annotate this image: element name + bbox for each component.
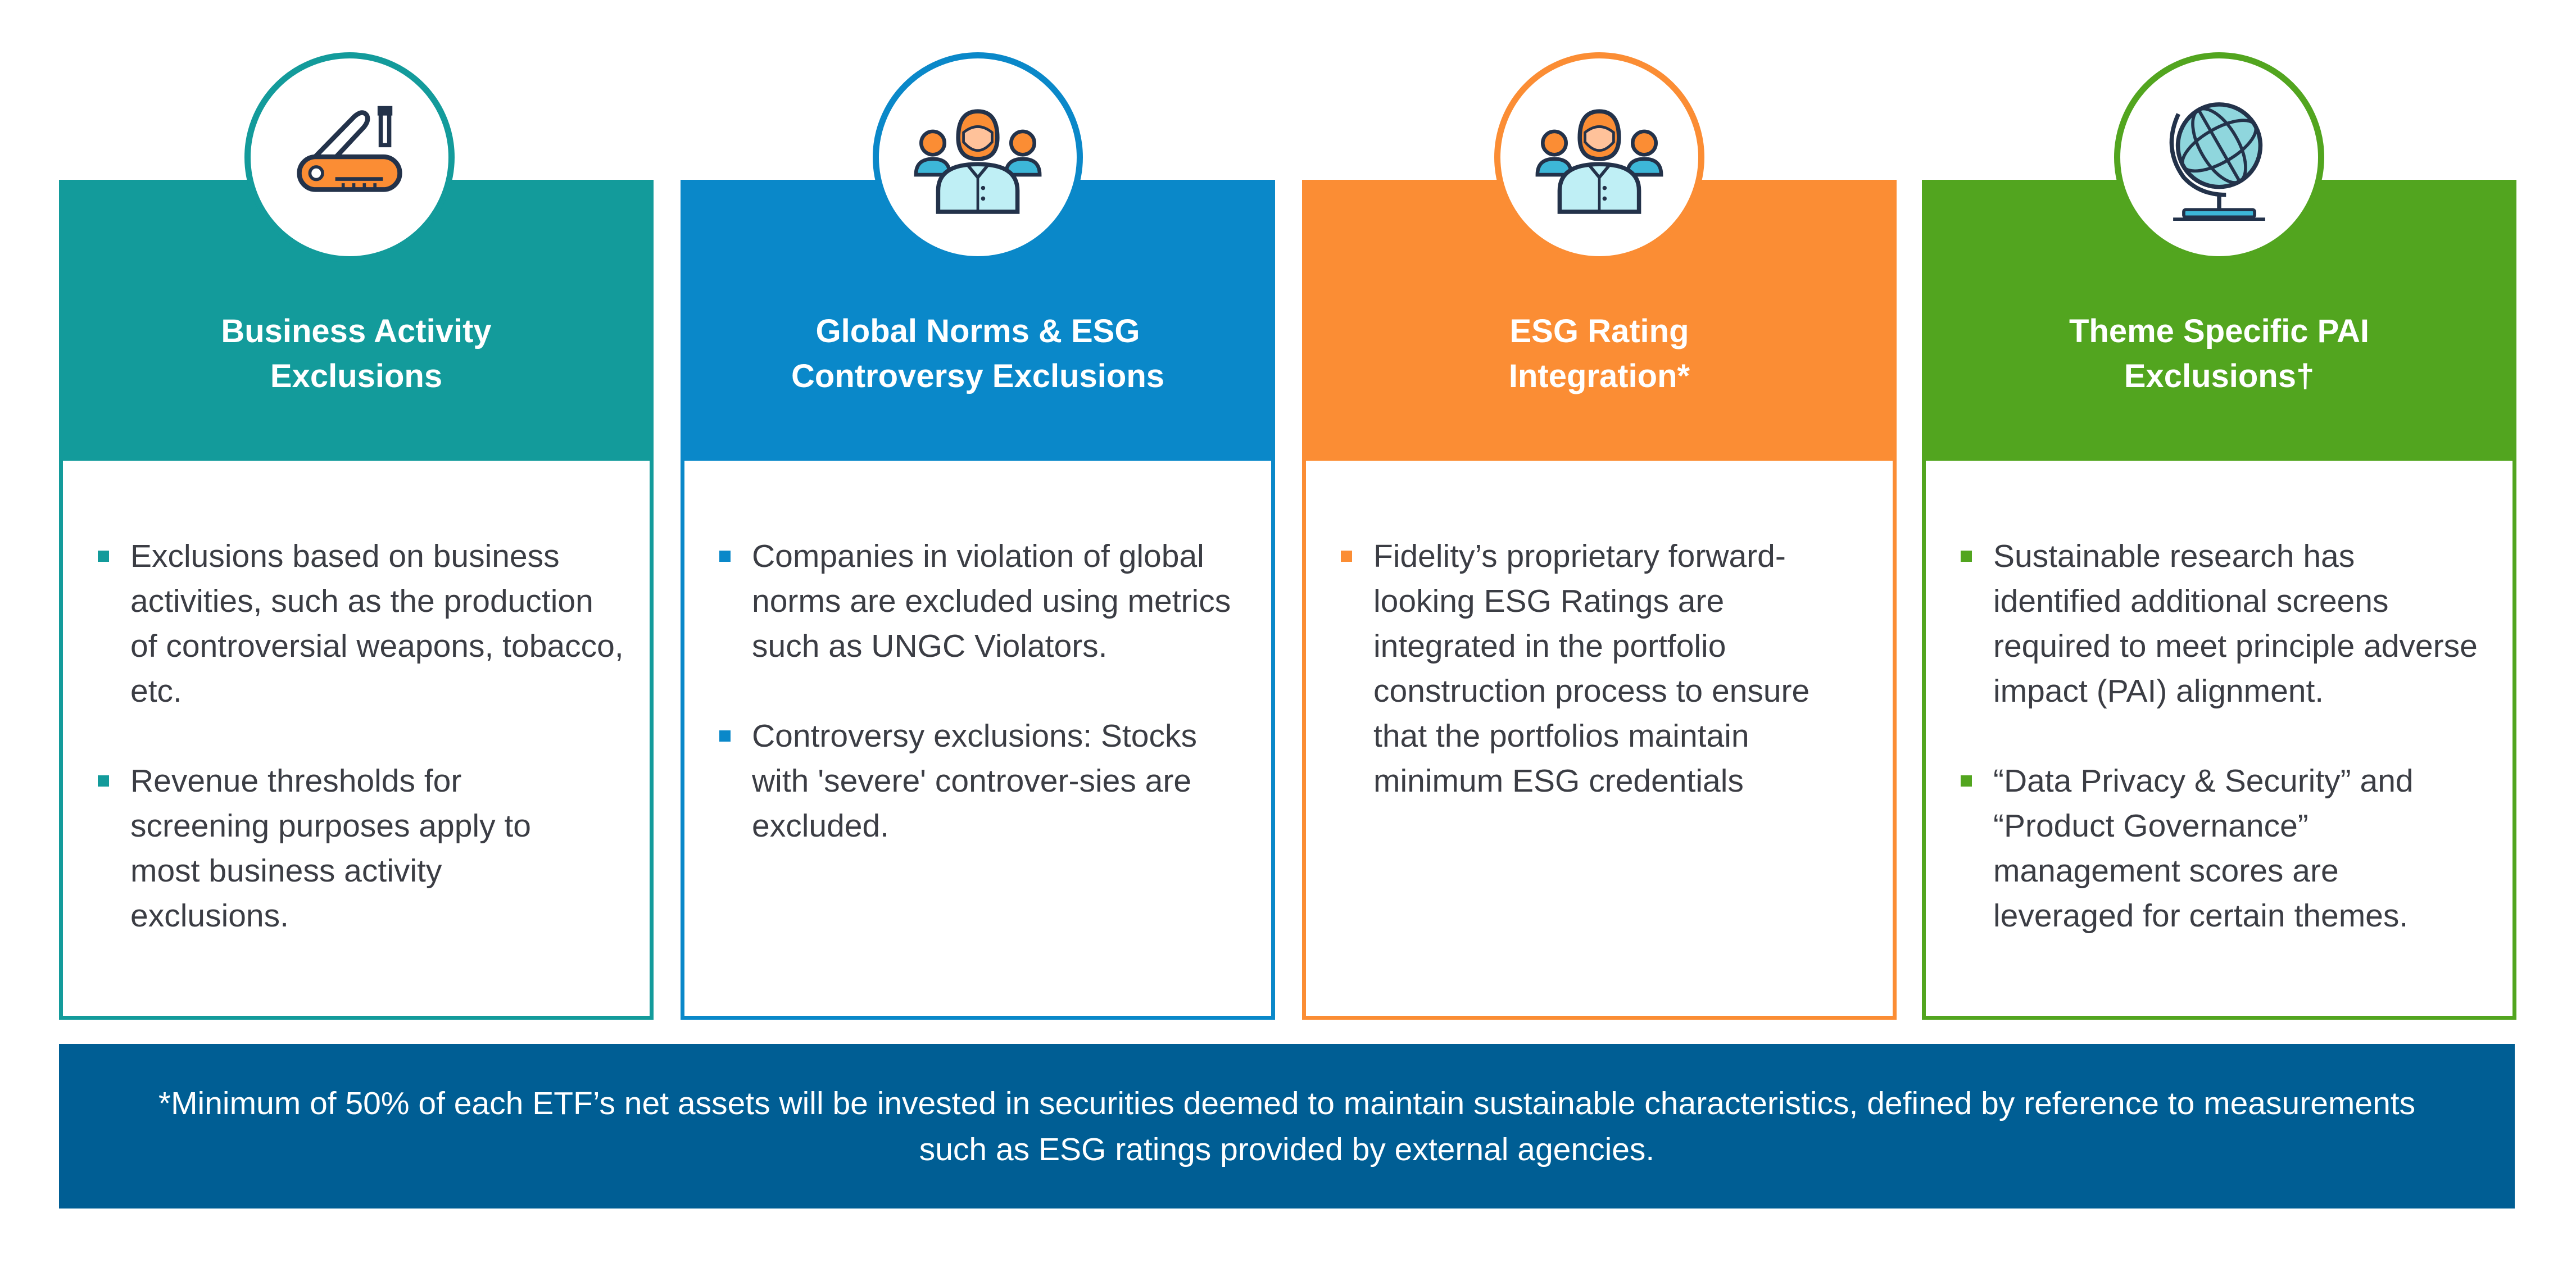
icon-circle: [873, 52, 1083, 262]
icon-circle: [244, 52, 455, 262]
bullet-marker: [719, 730, 731, 742]
bullet-item: Exclusions based on business activities,…: [98, 534, 625, 714]
card-title: Business Activity Exclusions: [221, 313, 492, 394]
card-body: Companies in violation of global norms a…: [681, 461, 1275, 1020]
bullet-list: Companies in violation of global norms a…: [719, 534, 1243, 893]
bullet-marker: [98, 551, 109, 562]
card-title: Theme Specific PAI Exclusions†: [2069, 313, 2369, 394]
people-group-icon: [914, 109, 1042, 214]
bullet-list: Fidelity’s proprietary forward-looking E…: [1341, 534, 1865, 848]
card-body: Exclusions based on business activities,…: [59, 461, 654, 1020]
bullet-item: Revenue thresholds for screening purpose…: [98, 758, 569, 938]
icon-circle: [1494, 52, 1704, 262]
bullet-item: Controversy exclusions: Stocks with 'sev…: [719, 714, 1246, 848]
card-esg-rating: ESG Rating Integration* Fidelity’s propr…: [1302, 180, 1897, 1020]
bullet-list: Exclusions based on business activities,…: [98, 534, 625, 983]
icon-circle: [2114, 52, 2324, 262]
card-global-norms: Global Norms & ESG Controversy Exclusion…: [681, 180, 1275, 1020]
bullet-marker: [1961, 775, 1972, 787]
globe-icon: [2169, 102, 2265, 221]
swiss-army-knife-icon: [297, 106, 402, 192]
bullet-list: Sustainable research has identified addi…: [1961, 534, 2484, 983]
bullet-marker: [98, 775, 109, 787]
bullet-marker: [719, 551, 731, 562]
bullet-item: “Data Privacy & Security” and “Product G…: [1961, 758, 2488, 938]
bullet-item: Sustainable research has identified addi…: [1961, 534, 2488, 714]
card-business-activity: Business Activity Exclusions Exclusions …: [59, 180, 654, 1020]
footer-text: *Minimum of 50% of each ETF’s net assets…: [158, 1085, 2416, 1167]
people-group-icon: [1535, 109, 1663, 214]
card-body: Fidelity’s proprietary forward-looking E…: [1302, 461, 1897, 1020]
bullet-item: Fidelity’s proprietary forward-looking E…: [1341, 534, 1868, 803]
bullet-marker: [1341, 551, 1352, 562]
card-title: Global Norms & ESG Controversy Exclusion…: [791, 313, 1164, 394]
footer-note: *Minimum of 50% of each ETF’s net assets…: [59, 1044, 2515, 1209]
card-title: ESG Rating Integration*: [1508, 313, 1690, 394]
card-body: Sustainable research has identified addi…: [1922, 461, 2516, 1020]
card-theme-specific: Theme Specific PAI Exclusions† Sustainab…: [1922, 180, 2516, 1020]
bullet-item: Companies in violation of global norms a…: [719, 534, 1246, 669]
bullet-marker: [1961, 551, 1972, 562]
